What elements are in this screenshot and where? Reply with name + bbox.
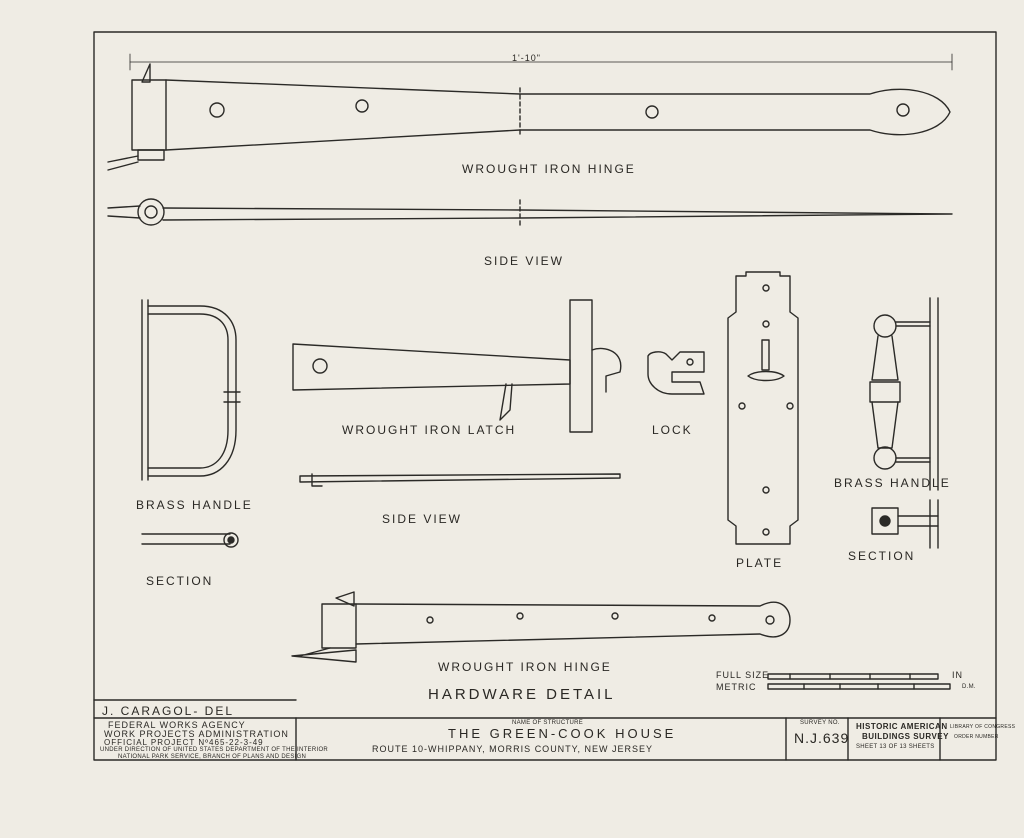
agency-line-2: WORK PROJECTS ADMINISTRATION: [104, 729, 289, 739]
scale-metric-label: METRIC: [716, 682, 757, 692]
brass-handle-right-drawing: [869, 297, 939, 549]
agency-line-3: OFFICIAL PROJECT Nº465-22-3-49: [104, 738, 264, 747]
structure-name: THE GREEN-COOK HOUSE: [448, 726, 677, 741]
survey-no-caption: SURVEY NO.: [800, 720, 840, 726]
bottom-hinge-drawing: [291, 591, 791, 663]
scale-full-size-label: FULL SIZE: [716, 670, 770, 680]
brass-handle-right-label: BRASS HANDLE: [834, 476, 951, 490]
habs-line-2: BUILDINGS SURVEY: [862, 732, 949, 741]
section-right-label: SECTION: [848, 549, 916, 563]
delineator-credit: J. CARAGOL- DEL: [102, 704, 235, 718]
plate-drawing: [727, 271, 799, 545]
lock-label: LOCK: [652, 423, 693, 437]
hinge-bottom-label: WROUGHT IRON HINGE: [438, 660, 612, 674]
hinge-top-label: WROUGHT IRON HINGE: [462, 162, 636, 176]
sheet-count: SHEET 13 OF 13 SHEETS: [856, 744, 935, 750]
plate-label: PLATE: [736, 556, 784, 570]
survey-number: N.J.639: [794, 730, 850, 746]
drawing-title: HARDWARE DETAIL: [428, 686, 616, 703]
top-hinge-drawing: [107, 63, 951, 171]
latch-label: WROUGHT IRON LATCH: [342, 423, 517, 437]
latch-drawing: [292, 299, 622, 487]
scale-bars: [767, 673, 951, 690]
structure-location: ROUTE 10-WHIPPANY, MORRIS COUNTY, NEW JE…: [372, 744, 654, 754]
structure-name-caption: NAME OF STRUCTURE: [512, 720, 584, 726]
agency-line-1: FEDERAL WORKS AGENCY: [108, 720, 246, 730]
section-left-label: SECTION: [146, 574, 214, 588]
brass-handle-left-drawing: [141, 299, 241, 548]
scale-unit-in: IN: [952, 670, 963, 680]
side-view-latch-label: SIDE VIEW: [382, 512, 463, 526]
lock-drawing: [647, 351, 705, 395]
dimension-line: [129, 53, 953, 71]
dimension-label: 1'-10": [512, 53, 541, 63]
hinge-side-view-drawing: [107, 198, 953, 229]
outer-border: [93, 31, 997, 761]
agency-line-4: UNDER DIRECTION OF UNITED STATES DEPARTM…: [100, 747, 329, 753]
side-view-top-label: SIDE VIEW: [484, 254, 565, 268]
agency-line-5: NATIONAL PARK SERVICE, BRANCH OF PLANS A…: [118, 754, 307, 760]
stamp-line-2: ORDER NUMBER: [954, 734, 999, 740]
scale-unit-dm: D.M.: [962, 684, 976, 690]
stamp-line-1: LIBRARY OF CONGRESS: [950, 724, 1016, 730]
habs-line-1: HISTORIC AMERICAN: [856, 722, 948, 731]
brass-handle-left-label: BRASS HANDLE: [136, 498, 253, 512]
